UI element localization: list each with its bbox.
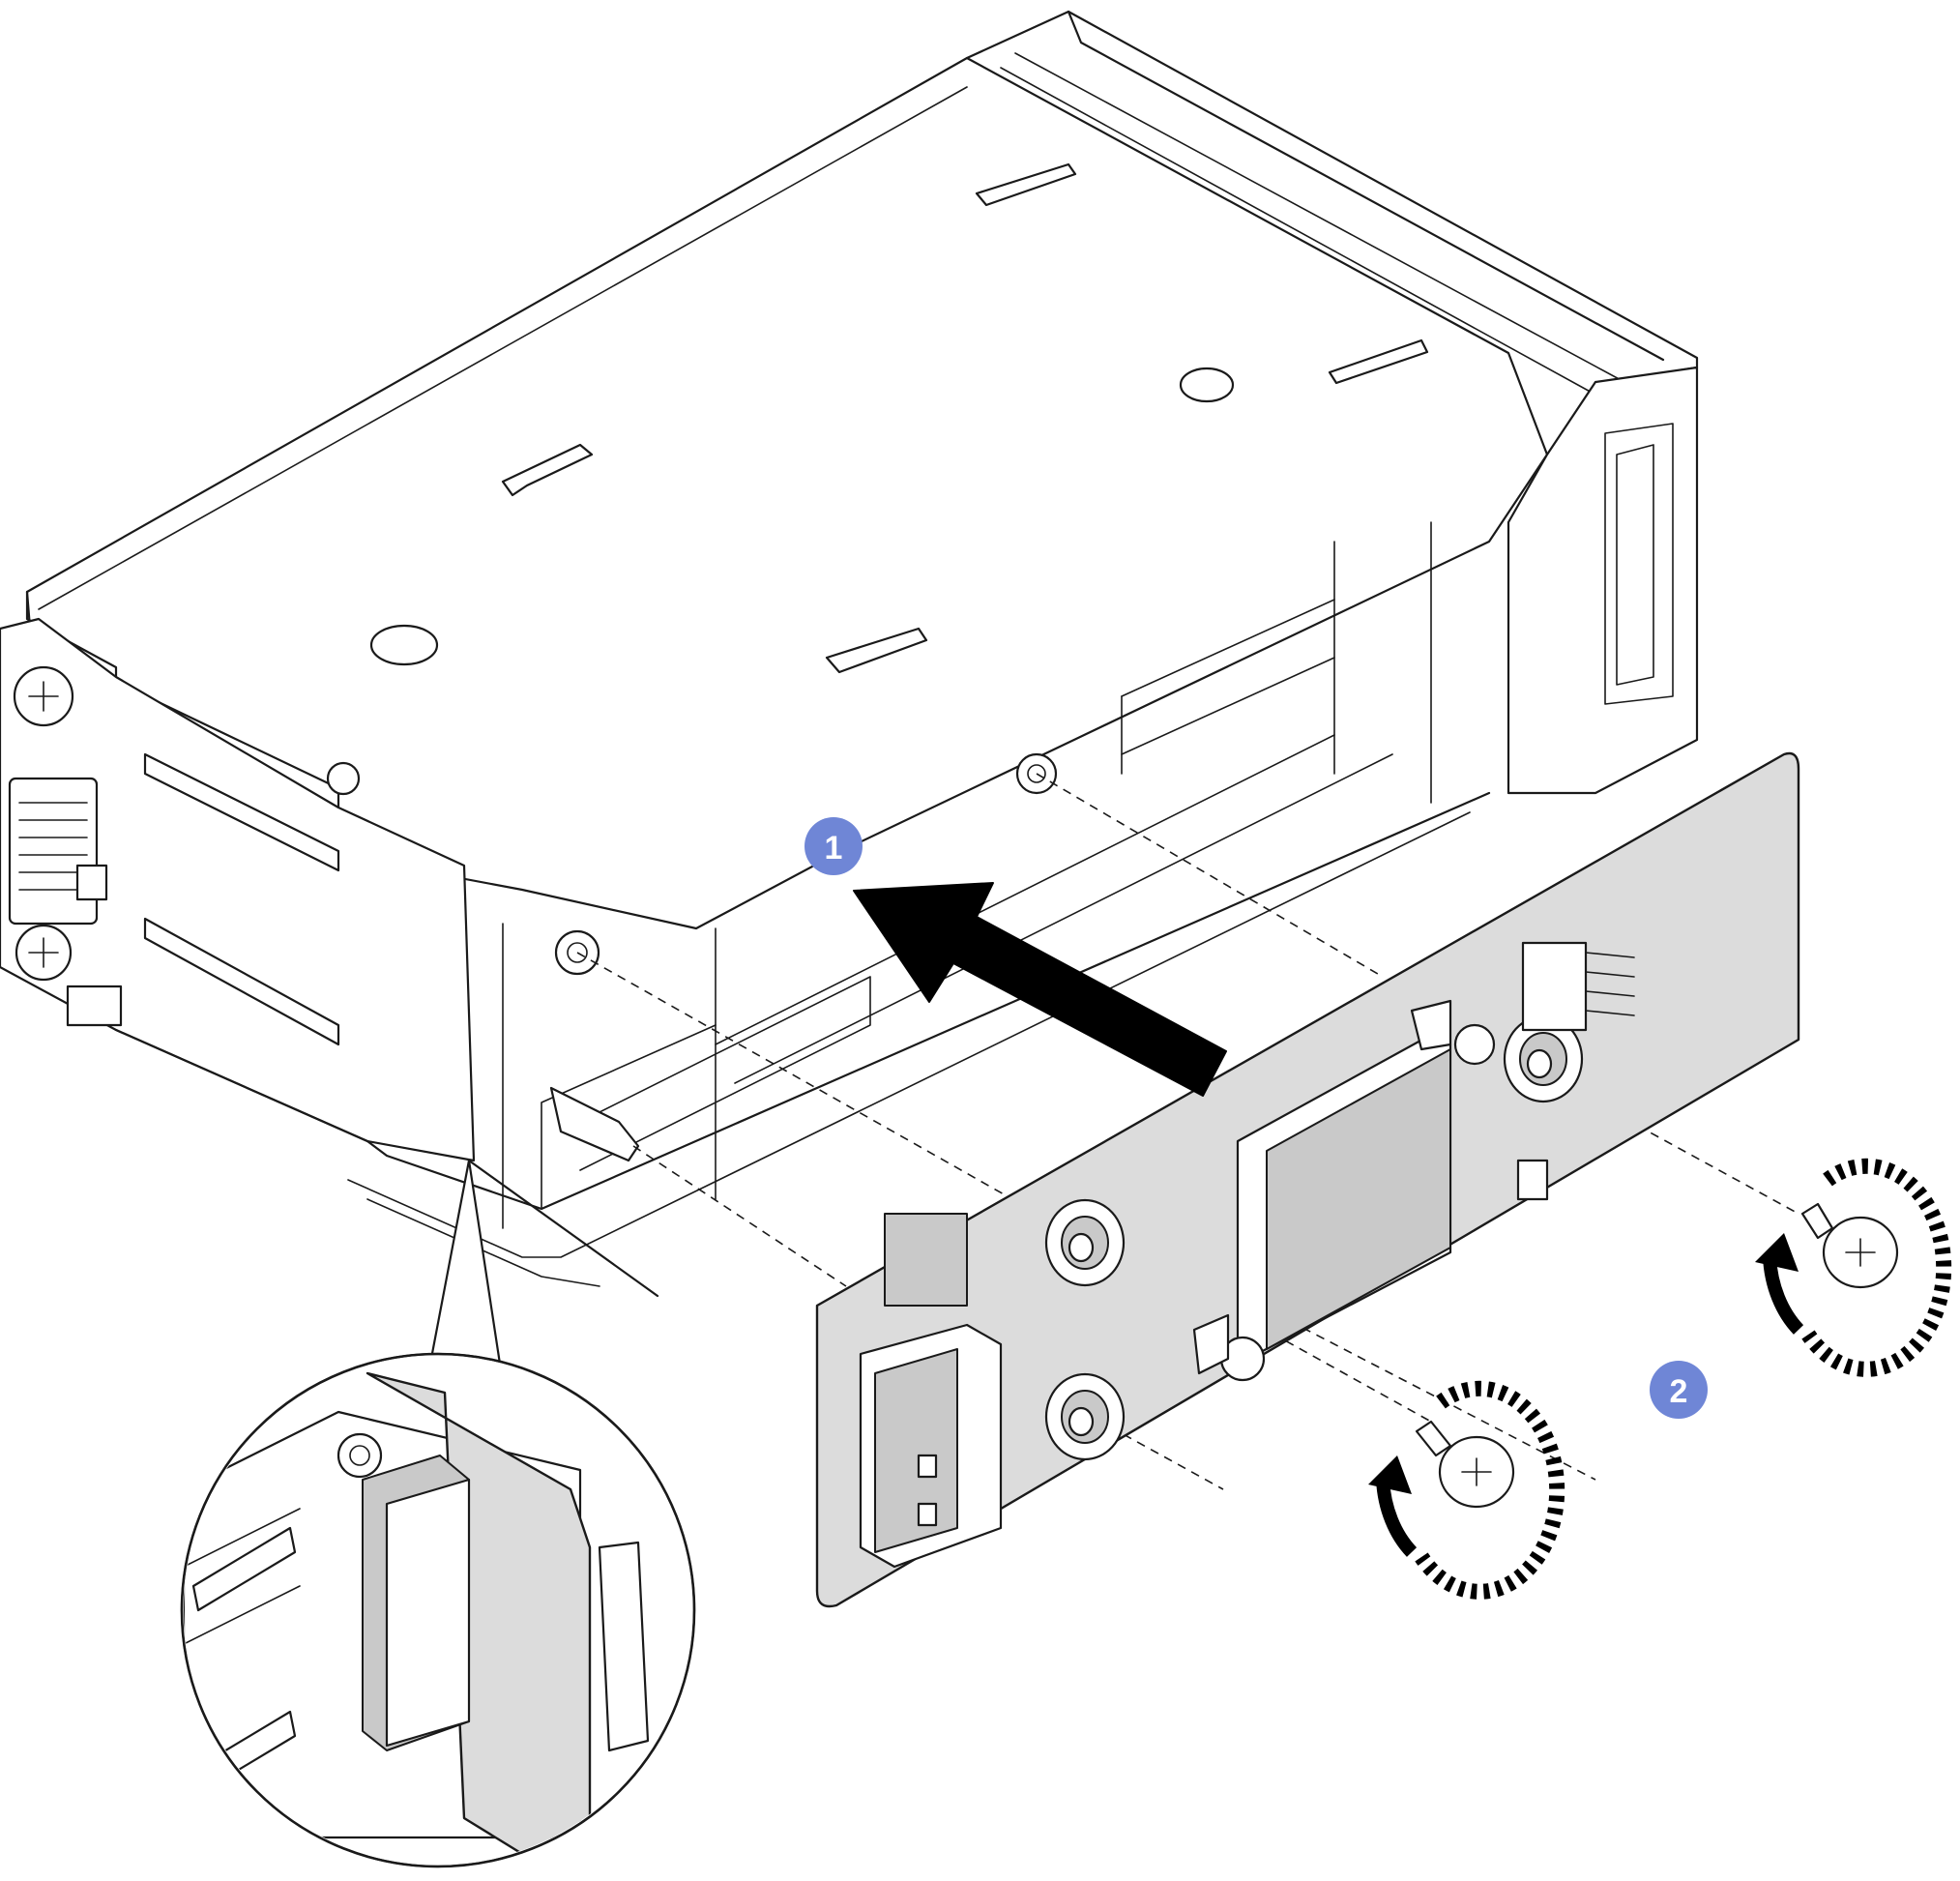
board-screw-hole [1044, 1198, 1126, 1287]
top-hole [1179, 367, 1235, 403]
rotate-arrow-icon [1755, 1158, 1952, 1377]
insert-arrow-icon [853, 882, 1227, 1097]
backplane-board [815, 751, 1800, 1608]
screw-icon [1415, 1420, 1515, 1509]
callout-step-2: 2 [1650, 1361, 1708, 1419]
callout-step-1: 1 [804, 817, 863, 875]
top-hole [369, 624, 439, 666]
screw-icon [1800, 1202, 1899, 1289]
rotate-arrow-icon [1368, 1380, 1565, 1600]
detail-magnifier [180, 1159, 696, 1868]
callout-step-1-label: 1 [825, 830, 843, 867]
board-screw-hole [1044, 1372, 1126, 1461]
cage-frame [0, 10, 1699, 1287]
callout-step-2-label: 2 [1670, 1373, 1688, 1410]
cage-right-end [1507, 366, 1699, 795]
